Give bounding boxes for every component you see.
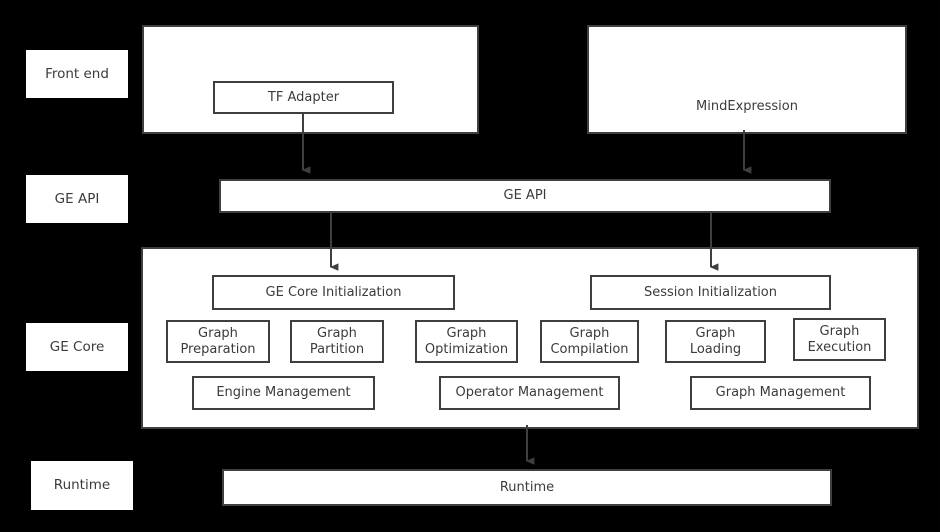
graph-partition-label: Graph Partition xyxy=(309,325,365,357)
runtime-bar[interactable]: Runtime xyxy=(222,469,832,506)
graph-execution-label: Graph Execution xyxy=(807,323,872,355)
graph-compilation-label: Graph Compilation xyxy=(550,325,629,357)
engine-management-label: Engine Management xyxy=(216,385,351,401)
runtime-bar-label: Runtime xyxy=(499,479,555,495)
tf-adapter-label: TF Adapter xyxy=(267,89,340,105)
layer-label-ge-core-text: GE Core xyxy=(49,338,105,355)
layer-label-ge-api: GE API xyxy=(26,175,128,223)
layer-label-front-end: Front end xyxy=(26,50,128,98)
graph-execution-box[interactable]: Graph Execution xyxy=(793,318,886,361)
graph-management-box[interactable]: Graph Management xyxy=(690,376,871,410)
layer-label-runtime-text: Runtime xyxy=(53,477,111,494)
layer-label-ge-api-text: GE API xyxy=(54,190,100,207)
layer-label-runtime: Runtime xyxy=(31,461,133,510)
ge-api-bar-label: GE API xyxy=(503,188,547,204)
layer-label-ge-core: GE Core xyxy=(26,323,128,371)
tensorflow-panel: Tensorflow xyxy=(142,25,479,134)
operator-management-label: Operator Management xyxy=(455,385,604,401)
layer-label-front-end-text: Front end xyxy=(45,65,109,82)
graph-optimization-box[interactable]: Graph Optimization xyxy=(415,320,518,363)
tf-adapter-box[interactable]: TF Adapter xyxy=(213,81,394,114)
graph-loading-box[interactable]: Graph Loading xyxy=(665,320,766,363)
engine-management-box[interactable]: Engine Management xyxy=(192,376,375,410)
ge-api-bar[interactable]: GE API xyxy=(219,179,831,213)
graph-optimization-label: Graph Optimization xyxy=(424,325,509,357)
graph-partition-box[interactable]: Graph Partition xyxy=(290,320,384,363)
graph-preparation-box[interactable]: Graph Preparation xyxy=(166,320,270,363)
graph-compilation-box[interactable]: Graph Compilation xyxy=(540,320,639,363)
graph-management-label: Graph Management xyxy=(715,385,846,401)
graph-preparation-label: Graph Preparation xyxy=(180,325,256,357)
session-initialization-box[interactable]: Session Initialization xyxy=(590,275,831,310)
ge-core-initialization-label: GE Core Initialization xyxy=(265,284,402,300)
mindexpression-panel: MindExpression xyxy=(587,25,907,134)
operator-management-box[interactable]: Operator Management xyxy=(439,376,620,410)
mindexpression-title: MindExpression xyxy=(696,99,798,114)
graph-loading-label: Graph Loading xyxy=(689,325,742,357)
session-initialization-label: Session Initialization xyxy=(643,284,777,300)
ge-core-initialization-box[interactable]: GE Core Initialization xyxy=(212,275,455,310)
